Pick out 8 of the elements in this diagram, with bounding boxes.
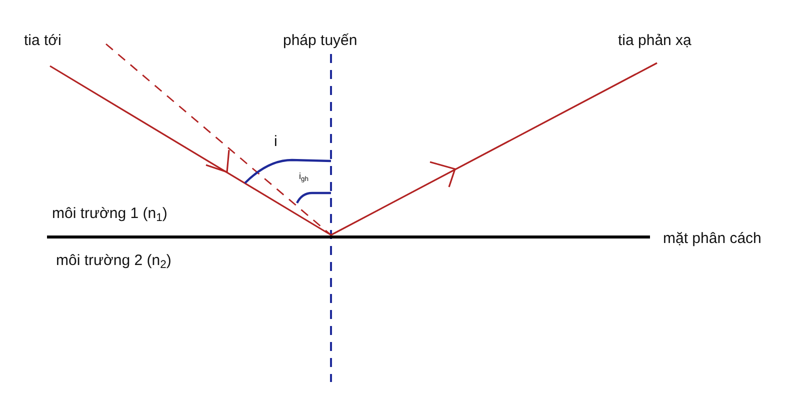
angle-label: i$_{gh}$: [299, 170, 309, 184]
medium-label: môi trường 2 (n$_{2}$): [56, 251, 172, 272]
medium-label: môi trường 1 (n$_{1}$): [52, 204, 168, 226]
surface-label: mặt phân cách: [663, 229, 762, 249]
ray-label: tia phản xạ: [618, 31, 692, 51]
angle-label: i: [274, 132, 278, 152]
ray-label: tia tới: [24, 31, 62, 51]
normal-label: pháp tuyến: [283, 31, 358, 51]
